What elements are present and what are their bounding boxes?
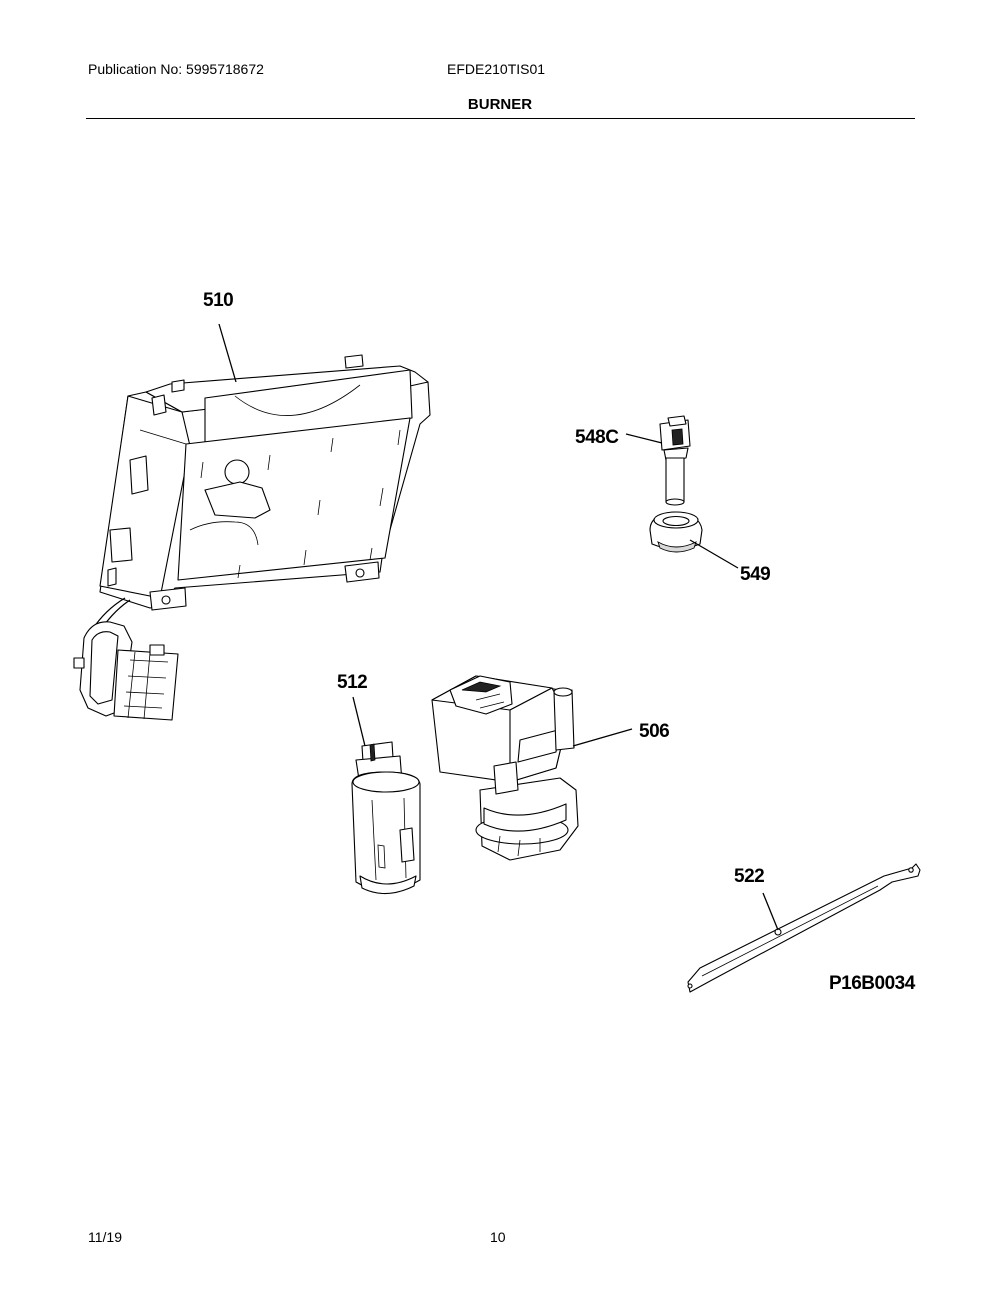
figure-id: P16B0034	[829, 973, 916, 994]
footer-date: 11/19	[88, 1229, 122, 1245]
section-title: BURNER	[467, 96, 533, 113]
callout-512: 512	[337, 672, 367, 693]
callout-522: 522	[734, 866, 764, 887]
callout-548c: 548C	[575, 427, 619, 448]
part-522-igniter-strap	[687, 863, 921, 993]
model-number: EFDE210TIS01	[447, 61, 546, 77]
part-506-gas-valve	[431, 675, 579, 861]
part-512-sensor-coil	[351, 741, 421, 895]
page-number: 10	[490, 1229, 506, 1245]
part-549-grommet	[649, 511, 703, 553]
header-divider	[86, 118, 915, 119]
part-510-burner-housing	[91, 354, 431, 635]
part-548c-flame-sensor	[659, 415, 691, 506]
callout-506: 506	[639, 721, 669, 742]
callout-510: 510	[203, 290, 233, 311]
leader-lines	[218, 323, 779, 931]
publication-number: Publication No: 5995718672	[88, 61, 264, 77]
part-510-wire-connector	[73, 621, 179, 721]
callout-549: 549	[740, 564, 770, 585]
